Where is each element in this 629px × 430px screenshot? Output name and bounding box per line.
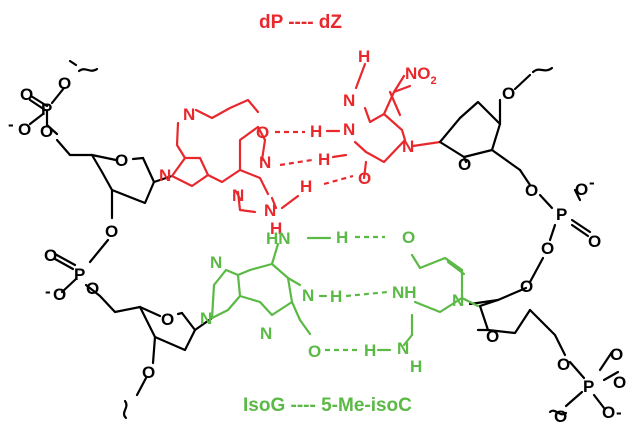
atom-H: H bbox=[300, 177, 312, 196]
atom-O: O bbox=[161, 310, 174, 329]
atom-O: O bbox=[458, 155, 471, 174]
atom-O: O bbox=[58, 74, 71, 93]
atom-H: H bbox=[270, 219, 282, 238]
atom-O: O bbox=[53, 285, 66, 304]
atom-N: N bbox=[452, 291, 464, 310]
base-5-Me-isoC: O NH N N H bbox=[392, 228, 480, 376]
atom-O: O bbox=[541, 239, 554, 258]
minus-sign: - bbox=[45, 282, 51, 301]
atom-O: O bbox=[554, 407, 567, 425]
hbonds-top: H H H bbox=[275, 122, 354, 210]
atom-O: O bbox=[588, 232, 601, 251]
sugar-top-left: O O bbox=[55, 138, 174, 241]
phosphate-top-left: O O P O O - bbox=[8, 59, 99, 141]
atom-H: H bbox=[358, 47, 370, 66]
atom-H: H bbox=[310, 122, 322, 141]
atom-O: O bbox=[40, 122, 53, 141]
minus-sign: - bbox=[8, 115, 14, 134]
atom-P: P bbox=[74, 265, 85, 284]
atom-O: O bbox=[142, 363, 155, 382]
atom-O: O bbox=[18, 120, 31, 139]
atom-O: O bbox=[602, 403, 615, 422]
atom-N: N bbox=[397, 339, 409, 358]
atom-N: N bbox=[210, 253, 222, 272]
atom-O: O bbox=[525, 181, 538, 200]
atom-H: H bbox=[364, 341, 376, 360]
atom-H: H bbox=[410, 357, 422, 376]
base-IsoG: N N N N O HN bbox=[200, 229, 321, 361]
atom-N: N bbox=[259, 153, 271, 172]
atom-N: N bbox=[200, 309, 212, 328]
atom-O: O bbox=[557, 355, 570, 374]
atom-O: O bbox=[613, 373, 626, 392]
atom-O: O bbox=[115, 151, 128, 170]
atom-H: H bbox=[336, 228, 348, 247]
atom-N: N bbox=[260, 324, 272, 343]
atom-P: P bbox=[41, 100, 52, 119]
atom-N: N bbox=[264, 201, 276, 220]
atom-P: P bbox=[556, 205, 567, 224]
atom-N: N bbox=[183, 105, 195, 124]
phosphate-right-middle: O P O - O O bbox=[525, 173, 601, 258]
atom-O: O bbox=[86, 279, 99, 298]
atom-O: O bbox=[358, 169, 371, 188]
atom-O: O bbox=[105, 222, 118, 241]
atom-O: O bbox=[520, 277, 533, 296]
minus-sign: - bbox=[589, 173, 595, 192]
atom-O: O bbox=[308, 342, 321, 361]
atom-H: H bbox=[330, 287, 342, 306]
atom-O: O bbox=[256, 123, 269, 142]
atom-N: N bbox=[343, 91, 355, 110]
hbonds-bottom: H H H bbox=[306, 228, 392, 360]
atom-O: O bbox=[402, 228, 415, 247]
atom-O: O bbox=[20, 85, 33, 104]
atom-H: H bbox=[318, 150, 330, 169]
nitro-group: NO2 bbox=[405, 64, 437, 87]
sugar-bottom-right: O O bbox=[468, 256, 567, 357]
phosphate-bottom-right: O P O O O - O bbox=[548, 345, 626, 426]
atom-O: O bbox=[502, 84, 515, 103]
atom-N: N bbox=[343, 120, 355, 139]
top-pair-title: dP ---- dZ bbox=[259, 12, 342, 33]
phosphate-left-middle: O P O O - bbox=[44, 238, 142, 314]
base-dP: N N N O N N N H bbox=[159, 98, 282, 238]
atom-N: N bbox=[232, 186, 244, 205]
base-dZ: H N N O N NO2 bbox=[343, 47, 442, 188]
atom-O: O bbox=[44, 246, 57, 265]
atom-O: O bbox=[486, 327, 499, 346]
amine-NH: NH bbox=[392, 283, 417, 302]
atom-N: N bbox=[402, 137, 414, 156]
bottom-pair-title: IsoG ---- 5-Me-isoC bbox=[243, 395, 412, 416]
sugar-top-right: O O bbox=[438, 66, 554, 187]
atom-P: P bbox=[583, 377, 594, 396]
atom-N: N bbox=[302, 286, 314, 305]
minus-sign: - bbox=[616, 403, 622, 422]
atom-O: O bbox=[575, 180, 588, 199]
amine-HN: HN bbox=[266, 229, 291, 248]
sugar-bottom-left: O O bbox=[122, 305, 214, 420]
atom-O: O bbox=[610, 345, 623, 364]
atom-N: N bbox=[159, 166, 171, 185]
